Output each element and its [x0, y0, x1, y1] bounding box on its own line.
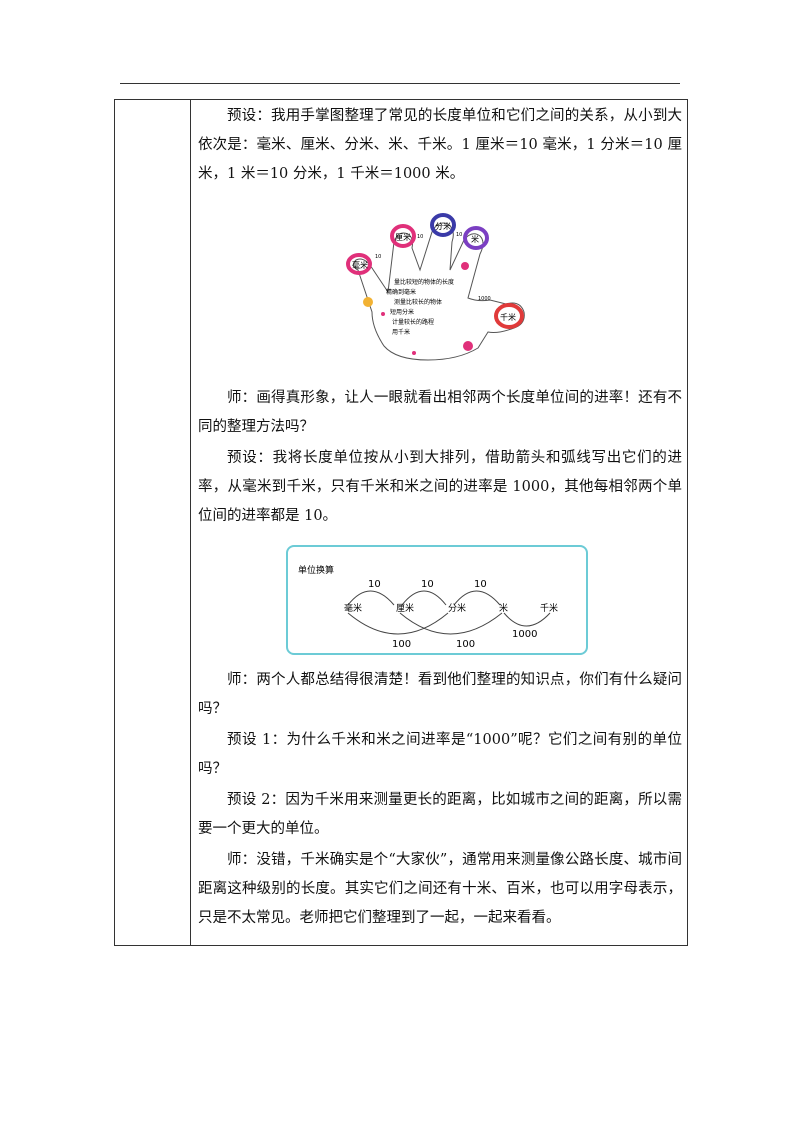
finger-label: 千米 — [500, 312, 516, 322]
finger-label: 毫米 — [352, 260, 368, 270]
bottom-arc — [503, 612, 551, 627]
table-left-column — [115, 100, 191, 945]
paragraph-teacher-3: 师：没错，千米确实是个“大家伙”，通常用来测量像公路长度、城市间距离这种级别的长… — [198, 852, 682, 926]
palm-note: 用千米 — [392, 328, 410, 336]
ring-mm — [346, 253, 372, 275]
top-rate: 10 — [474, 579, 487, 590]
unit-conversion-diagram: 单位换算 10 10 10 毫米 厘米 分米 米 千米 100 100 — [286, 545, 588, 655]
bottom-rate: 1000 — [512, 629, 537, 640]
dot-decoration — [412, 351, 416, 355]
bottom-rate: 100 — [456, 639, 475, 650]
heart-decoration — [363, 297, 373, 307]
top-arc — [347, 590, 395, 606]
unit-label: 毫米 — [344, 602, 362, 614]
top-arc — [453, 590, 501, 606]
between-label: 10 — [375, 254, 381, 260]
hand-outline — [352, 222, 525, 361]
hand-diagram-svg: 毫米 厘米 分米 米 千米 10 10 10 1000 量比较短的物体的长度 精… — [346, 213, 525, 361]
between-label: 1000 — [478, 296, 491, 302]
paragraph-teacher-2: 师：两个人都总结得很清楚！看到他们整理的知识点，你们有什么疑问吗？ — [198, 672, 682, 717]
hand-diagram: 毫米 厘米 分米 米 千米 10 10 10 1000 量比较短的物体的长度 精… — [328, 208, 548, 368]
finger-label: 厘米 — [395, 232, 411, 242]
finger-label: 分米 — [435, 221, 451, 231]
bottom-arc — [347, 612, 449, 635]
diagram-title: 单位换算 — [298, 564, 334, 576]
bottom-rate: 100 — [392, 639, 411, 650]
unit-label: 千米 — [540, 602, 558, 614]
ring-km — [494, 303, 524, 329]
lesson-table: 预设：我用手掌图整理了常见的长度单位和它们之间的关系，从小到大依次是：毫米、厘米… — [114, 99, 688, 946]
between-label: 10 — [417, 234, 423, 240]
ring-m — [463, 226, 489, 250]
ring-dm — [430, 213, 456, 237]
unit-label: 厘米 — [396, 602, 414, 614]
ring-cm — [390, 224, 416, 248]
dot-decoration — [381, 312, 385, 316]
unit-label: 米 — [499, 602, 508, 614]
palm-note: 测量比较长的物体 — [394, 298, 442, 306]
top-rate: 10 — [421, 579, 434, 590]
finger-label: 米 — [471, 234, 479, 244]
palm-note: 精确到毫米 — [386, 288, 416, 296]
header-rule — [120, 83, 680, 84]
paragraph-teacher-1: 师：画得真形象，让人一眼就看出相邻两个长度单位间的进率！还有不同的整理方法吗？ — [198, 390, 682, 435]
palm-note: 量比较短的物体的长度 — [394, 278, 454, 286]
heart-decoration — [463, 341, 473, 351]
bottom-arc — [399, 612, 503, 635]
paragraph-preset-1: 预设 1：为什么千米和米之间进率是“1000”呢？它们之间有别的单位吗？ — [198, 732, 682, 777]
unit-label: 分米 — [448, 602, 466, 614]
table-right-column: 预设：我用手掌图整理了常见的长度单位和它们之间的关系，从小到大依次是：毫米、厘米… — [192, 100, 687, 945]
paragraph-preset-arrows: 预设：我将长度单位按从小到大排列，借助箭头和弧线写出它们的进率，从毫米到千米，只… — [198, 450, 682, 524]
palm-note: 短用分米 — [390, 308, 414, 316]
between-label: 10 — [456, 232, 462, 238]
paragraph-preset-hand: 预设：我用手掌图整理了常见的长度单位和它们之间的关系，从小到大依次是：毫米、厘米… — [198, 108, 682, 182]
unit-conversion-svg: 单位换算 10 10 10 毫米 厘米 分米 米 千米 100 100 — [298, 564, 558, 650]
top-rate: 10 — [368, 579, 381, 590]
top-arc — [401, 590, 447, 606]
flower-decoration — [461, 262, 469, 270]
paragraph-preset-2: 预设 2：因为千米用来测量更长的距离，比如城市之间的距离，所以需要一个更大的单位… — [198, 792, 682, 837]
palm-note: 计量较长的路程 — [392, 318, 434, 326]
